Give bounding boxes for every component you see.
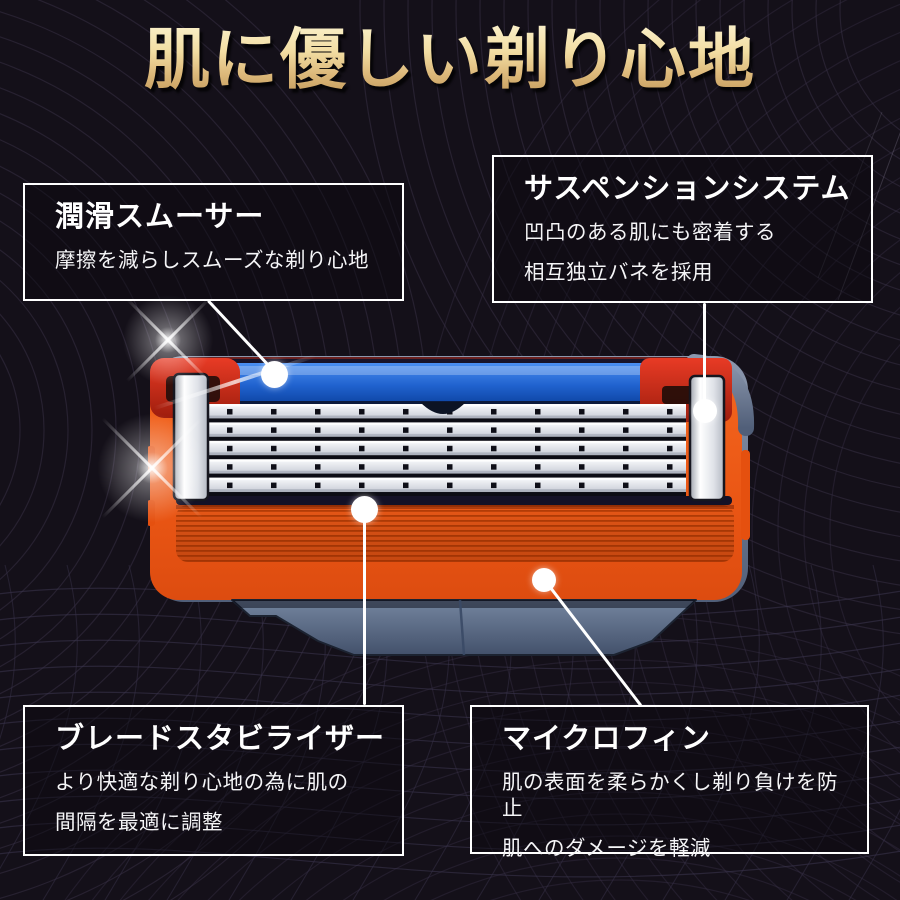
callout-heading: マイクロフィン	[502, 721, 711, 755]
callout-body-line: 肌へのダメージを軽減	[502, 835, 711, 860]
razor-top-red-line	[188, 357, 708, 359]
callout-body-line: 凹凸のある肌にも密着する	[524, 220, 776, 245]
callout-body-line: 間隔を最適に調整	[55, 809, 223, 834]
callout-lubricating-smoother: 潤滑スムーサー 摩擦を減らしスムーズな剃り心地	[23, 183, 404, 301]
callout-dot-microfin	[532, 568, 556, 592]
callout-dot-suspension	[693, 399, 717, 423]
lubricating-strip	[198, 363, 684, 403]
callout-body-line: 相互独立バネを採用	[524, 259, 713, 284]
base-top-shadow	[232, 600, 696, 608]
callout-suspension-system: サスペンションシステム 凹凸のある肌にも密着する 相互独立バネを採用	[492, 155, 873, 303]
clip-right	[688, 374, 726, 502]
strip-highlight	[210, 366, 672, 375]
callout-heading: ブレードスタビライザー	[55, 721, 386, 755]
callout-blade-stabilizer: ブレードスタビライザー より快適な剃り心地の為に肌の 間隔を最適に調整	[23, 705, 404, 856]
under-blade-band	[176, 496, 732, 505]
callout-heading: サスペンションシステム	[524, 171, 851, 205]
left-nub-upper	[148, 446, 155, 472]
callout-body-line: 肌の表面を柔らかくし剃り負けを防止	[502, 770, 838, 820]
callout-heading: 潤滑スムーサー	[55, 199, 265, 233]
page-title: 肌に優しい剃り心地	[0, 23, 900, 97]
guard-fins-shade	[176, 505, 734, 562]
connector-stabilizer	[363, 510, 366, 705]
base-mount	[231, 599, 697, 656]
base-seam	[458, 599, 466, 656]
razor-top-edge	[188, 357, 708, 365]
blade-set	[208, 404, 686, 496]
left-nub-lower	[148, 500, 155, 526]
callout-body-line: より快適な剃り心地の為に肌の	[55, 770, 349, 795]
callout-dot-smoother	[261, 361, 288, 388]
callout-body-line: 摩擦を減らしスムーズな剃り心地	[55, 248, 369, 273]
connector-suspension	[703, 303, 706, 411]
center-notch	[420, 402, 466, 414]
razor-cartridge-image	[148, 354, 755, 656]
callout-micro-fin: マイクロフィン 肌の表面を柔らかくし剃り負けを防止 肌へのダメージを軽減	[470, 705, 869, 860]
right-nub	[741, 450, 750, 540]
callout-dot-stabilizer	[351, 496, 378, 523]
guard-fins-topline	[176, 505, 734, 509]
